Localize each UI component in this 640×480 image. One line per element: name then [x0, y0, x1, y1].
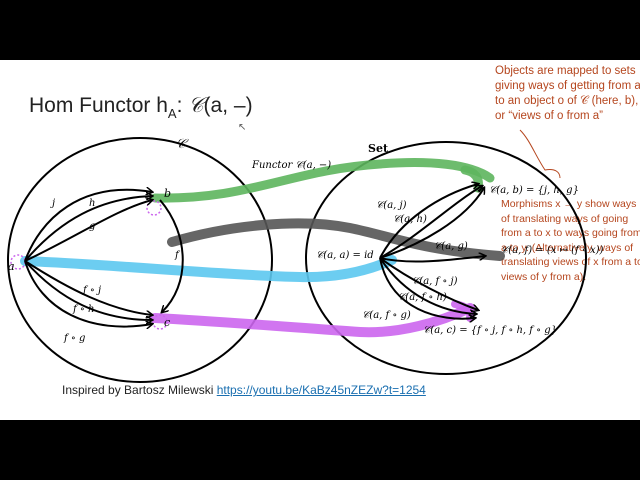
arrow-cafg	[379, 257, 475, 319]
arrow-h	[24, 196, 152, 262]
label-caf: 𝒞(a, f) = (x ↦ (f ∘ x))	[501, 245, 604, 256]
marker-b	[146, 200, 162, 216]
video-link[interactable]: https://youtu.be/KaBz45nZEZw?t=1254	[216, 383, 426, 397]
label-g: g	[89, 221, 95, 232]
arrow-caj	[379, 184, 478, 259]
label-b: b	[164, 187, 171, 200]
label-cag: 𝒞(a, g)	[434, 241, 468, 252]
label-cafj: 𝒞(a, f ∘ j)	[412, 276, 458, 287]
label-cac: 𝒞(a, c) = {f ∘ j, f ∘ h, f ∘ g}	[423, 325, 557, 336]
note-objects: Objects are mapped to sets giving ways o…	[495, 65, 640, 122]
slide: Hom Functor hA: 𝒞(a, –) ↖ Objects are ma…	[0, 60, 640, 420]
note-bracket	[519, 129, 561, 179]
arrow-j	[24, 190, 152, 262]
arrow-g	[24, 200, 152, 262]
label-a: a	[8, 260, 15, 273]
page-title: Hom Functor hA: 𝒞(a, –)	[29, 93, 253, 121]
label-cat-c: 𝒞	[176, 137, 189, 152]
arrow-cafj	[379, 257, 478, 310]
label-functor: Functor 𝒞(a, −)	[251, 160, 331, 171]
arrow-caf	[379, 256, 485, 263]
arrow-foj	[24, 260, 152, 315]
label-h: h	[89, 198, 95, 209]
label-f: f	[174, 250, 181, 261]
arrow-cag	[379, 188, 484, 259]
arrow-cafh	[379, 257, 476, 314]
diagram: 𝒞 a b c j h g f f ∘ j f ∘ h f ∘ g Set Fu…	[7, 129, 604, 383]
cyan-stroke	[20, 255, 397, 283]
label-set: Set	[368, 142, 389, 155]
set-ellipse	[305, 141, 587, 375]
green-stroke	[150, 158, 495, 203]
label-caa: 𝒞(a, a) = id	[316, 250, 374, 261]
label-cab: 𝒞(a, b) = {j, h, g}	[489, 185, 579, 196]
label-cafg: 𝒞(a, f ∘ g)	[362, 310, 411, 321]
credit-line: Inspired by Bartosz Milewski https://you…	[62, 383, 426, 397]
gray-stroke	[167, 218, 505, 261]
label-c: c	[164, 316, 170, 329]
cursor-icon: ↖	[238, 122, 247, 133]
label-foj: f ∘ j	[82, 285, 101, 296]
note-morphisms: Morphisms x → y show ways of translating…	[501, 198, 640, 283]
arrow-foh	[24, 260, 152, 320]
label-fog: f ∘ g	[63, 333, 85, 344]
label-caj: 𝒞(a, j)	[376, 200, 407, 211]
arrow-f	[159, 199, 184, 312]
arrow-cah	[379, 186, 482, 259]
arrow-fog	[24, 260, 152, 327]
label-foh: f ∘ h	[72, 304, 94, 315]
category-c-ellipse	[7, 137, 273, 383]
magenta-stroke	[150, 303, 475, 338]
label-j: j	[50, 198, 55, 209]
label-cah: 𝒞(a, h)	[393, 214, 427, 225]
label-cafh: 𝒞(a, f ∘ h)	[398, 292, 447, 303]
